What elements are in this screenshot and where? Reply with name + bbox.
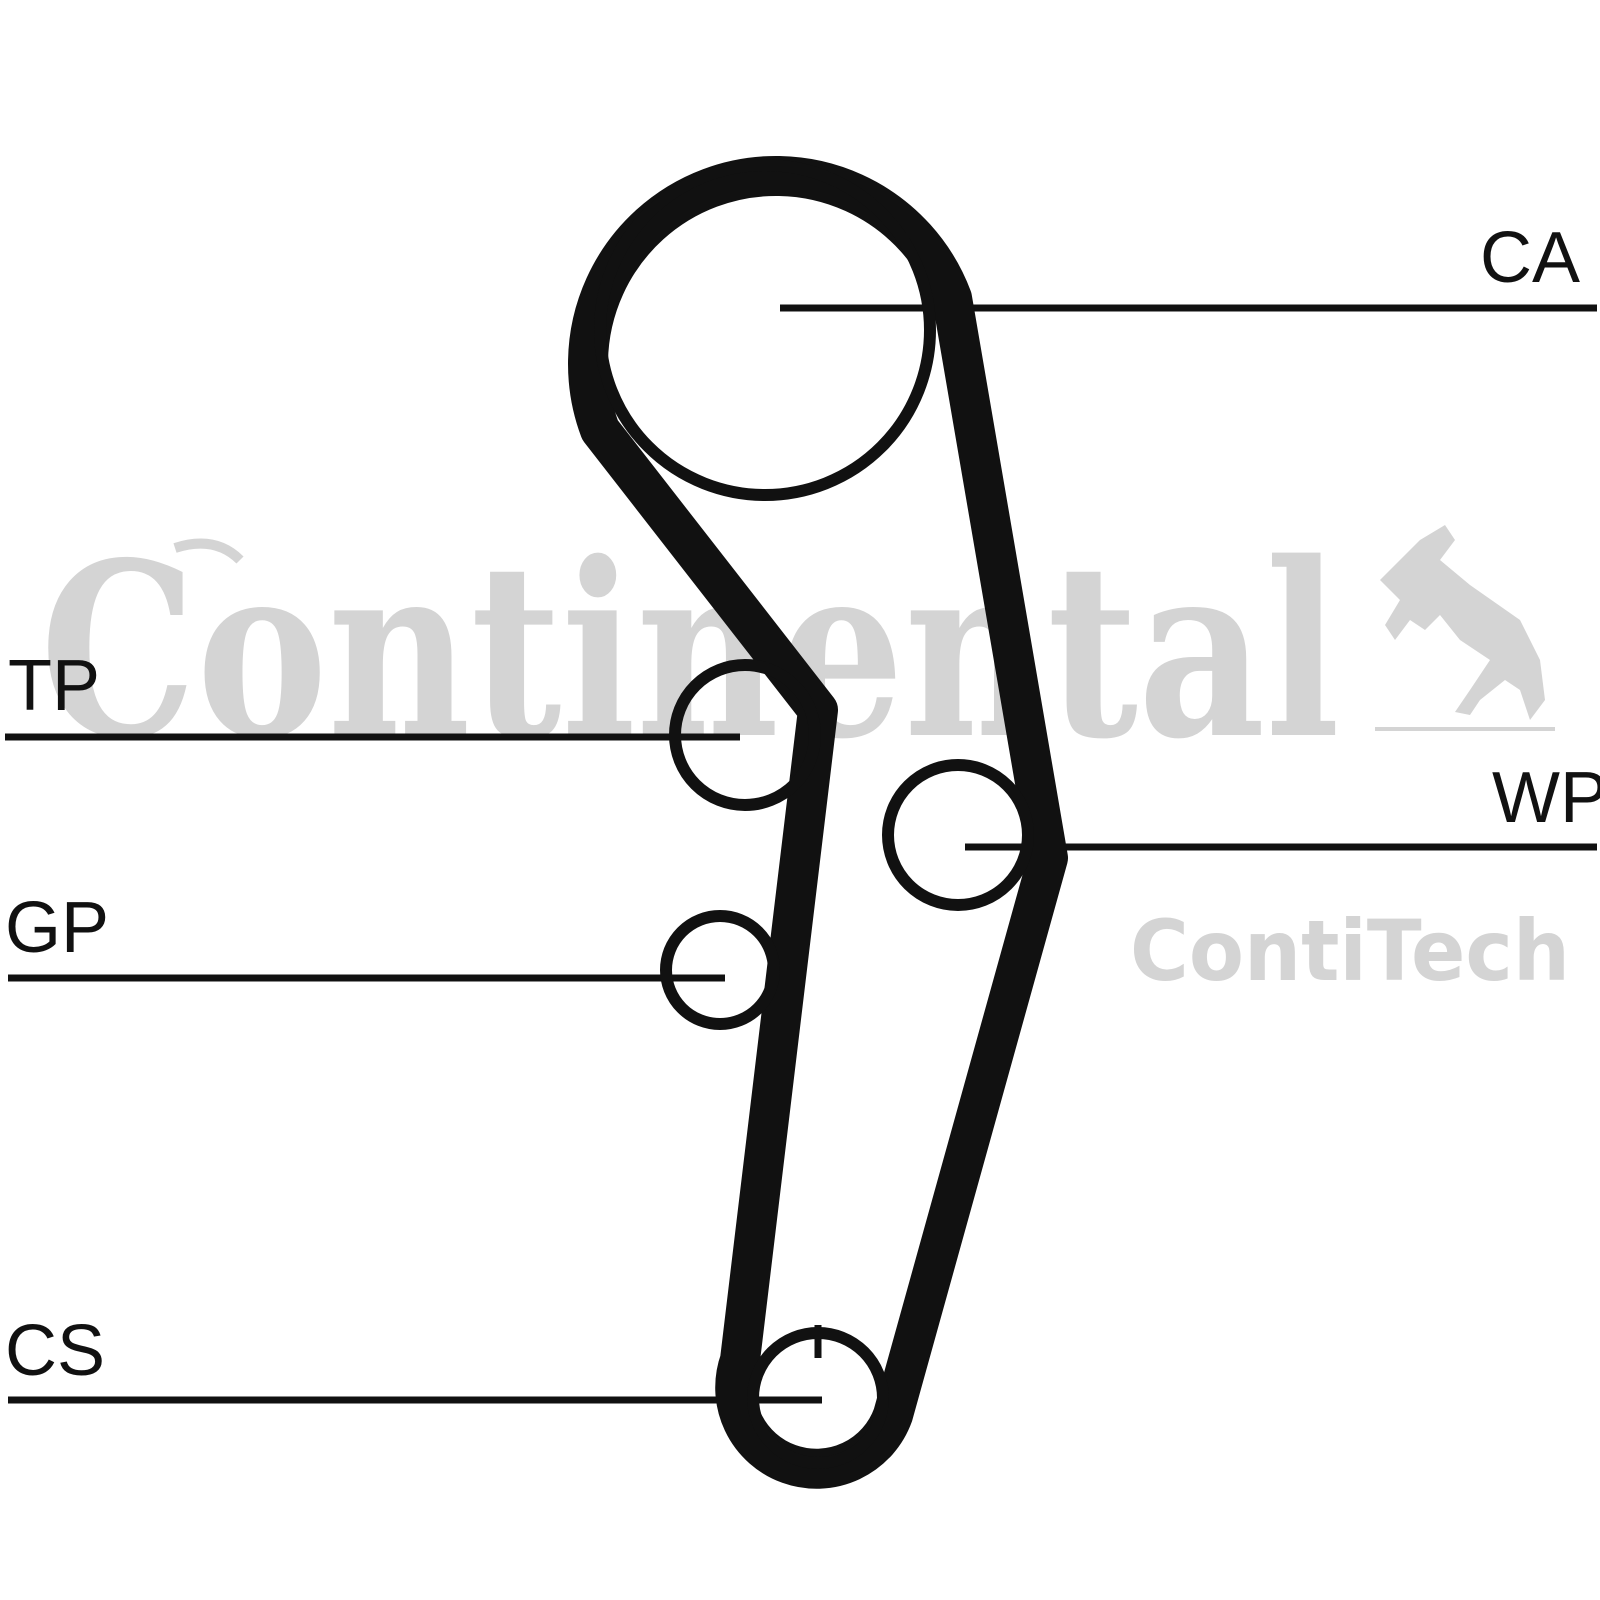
contitech-wordmark: ContiTech (1130, 902, 1570, 1000)
tp-label: TP (8, 646, 100, 726)
arrow-swoosh-icon (173, 538, 244, 564)
water-pump-pulley (882, 759, 1034, 911)
wp-label: WP (1492, 758, 1600, 838)
cs-label: CS (5, 1311, 105, 1391)
ca-label: CA (1480, 218, 1580, 298)
tensioner-pulley (669, 659, 821, 811)
leader-lines (5, 304, 1597, 1404)
gp-label: GP (5, 888, 109, 968)
pulleys (594, 159, 1034, 1469)
guide-pulley (660, 910, 780, 1030)
horse-logo (1375, 525, 1555, 731)
component-labels: CA TP WP GP CS (5, 218, 1600, 1391)
camshaft-pulley (594, 159, 936, 501)
timing-belt (568, 156, 1068, 1489)
